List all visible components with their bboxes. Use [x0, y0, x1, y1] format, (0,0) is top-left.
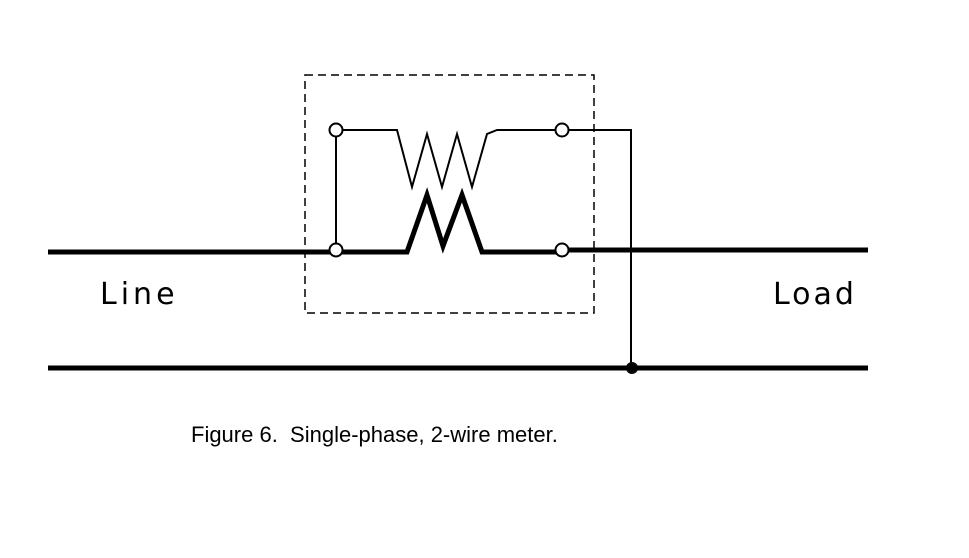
- neutral-junction-dot: [626, 362, 638, 374]
- figure-caption: Figure 6. Single-phase, 2-wire meter.: [191, 422, 558, 447]
- line-label: Line: [100, 277, 179, 312]
- potential-coil: [341, 129, 556, 191]
- terminal-top-left: [328, 122, 344, 138]
- load-label: Load: [773, 277, 857, 312]
- current-coil: [341, 187, 556, 255]
- terminal-bottom-left: [328, 242, 344, 258]
- terminal-top-right: [554, 122, 570, 138]
- terminal-bottom-right: [554, 242, 570, 258]
- potential-return-wire: [568, 129, 632, 368]
- meter-enclosure: [304, 74, 595, 314]
